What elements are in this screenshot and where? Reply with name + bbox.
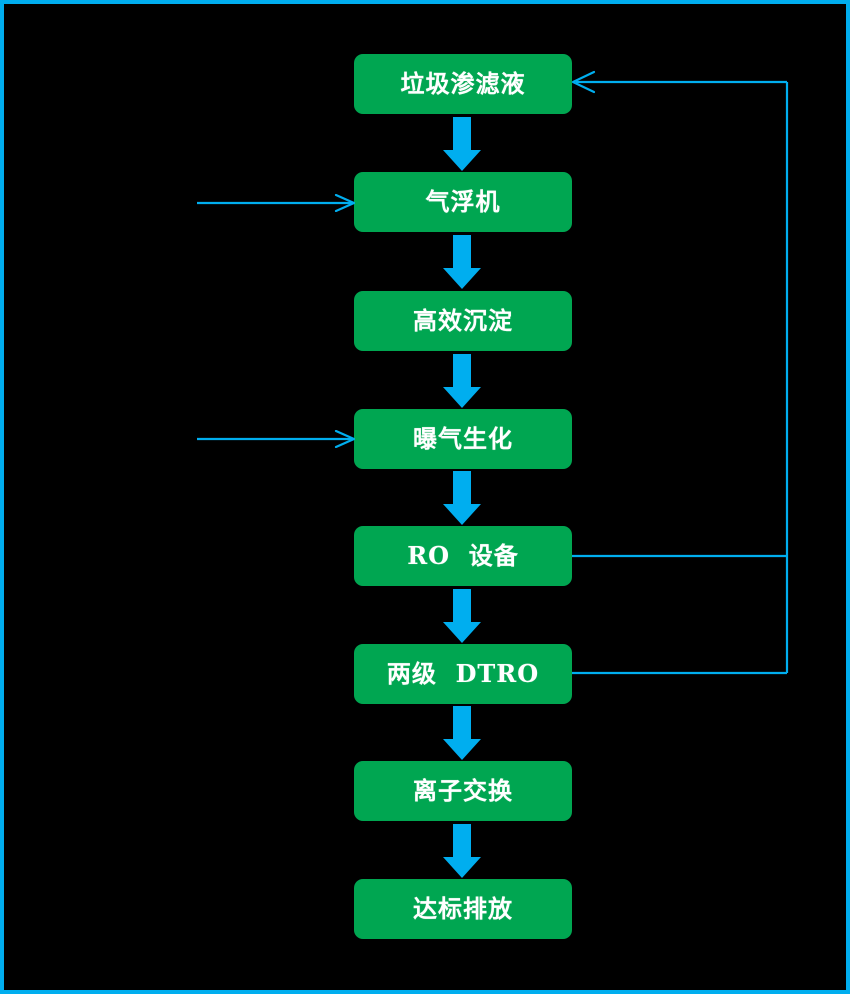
feed-arrow-aeration-icon — [197, 430, 355, 448]
node-label: 气浮机 — [425, 187, 501, 216]
node-discharge[interactable]: 达标排放 — [354, 879, 572, 939]
node-leachate[interactable]: 垃圾渗滤液 — [354, 54, 572, 114]
node-flotation[interactable]: 气浮机 — [354, 172, 572, 232]
feed-arrow-flotation-icon — [197, 194, 355, 212]
down-arrow-icon — [443, 589, 481, 643]
node-sedimentation[interactable]: 高效沉淀 — [354, 291, 572, 351]
node-label: 曝气生化 — [413, 424, 513, 453]
node-label: 离子交换 — [413, 776, 513, 805]
node-aeration[interactable]: 曝气生化 — [354, 409, 572, 469]
node-label: 达标排放 — [413, 894, 513, 923]
recycle-lines — [571, 70, 789, 675]
node-dtro[interactable]: 两级 DTRO — [354, 644, 572, 704]
node-ion-exchange[interactable]: 离子交换 — [354, 761, 572, 821]
down-arrow-icon — [443, 354, 481, 408]
down-arrow-icon — [443, 471, 481, 525]
down-arrow-icon — [443, 235, 481, 289]
down-arrow-icon — [443, 706, 481, 760]
node-label: 垃圾渗滤液 — [400, 69, 526, 98]
node-label: RO 设备 — [407, 541, 519, 570]
node-label: 两级 DTRO — [386, 659, 540, 688]
down-arrow-icon — [443, 117, 481, 171]
node-label: 高效沉淀 — [413, 306, 513, 335]
node-ro[interactable]: RO 设备 — [354, 526, 572, 586]
down-arrow-icon — [443, 824, 481, 878]
